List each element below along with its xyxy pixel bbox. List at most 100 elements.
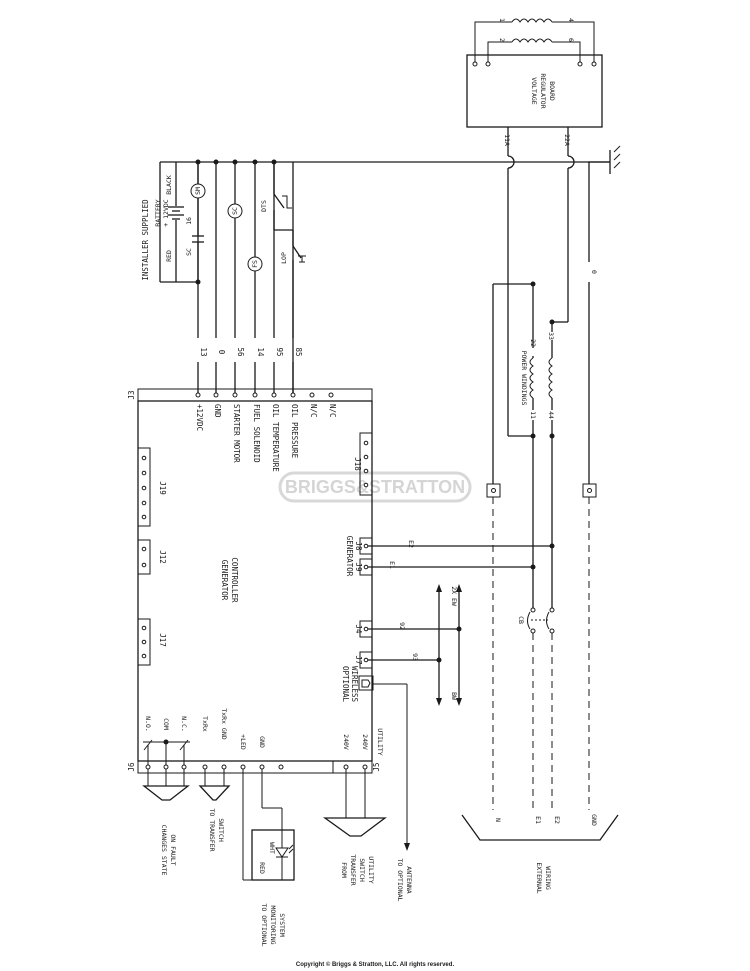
starter-contactor-symbol: [227, 203, 243, 219]
connector-j12: J12: [158, 550, 167, 564]
external-wiring-line2: WIRING: [544, 866, 552, 890]
installer-supplied-section: INSTALLER SUPPLIED BATTERY + 12VDC RED B…: [141, 159, 610, 393]
controller-title-line1: GENERATOR: [220, 560, 229, 601]
pin-gnd: GND: [213, 404, 222, 418]
bw-label: BW: [450, 692, 458, 700]
pin-fuel-solenoid: FUEL SOLENOID: [252, 404, 261, 463]
battery-label: BATTERY: [154, 199, 162, 226]
dts-label: DTS: [260, 200, 268, 212]
coil-pin-2: 2: [498, 38, 506, 42]
winding-33: 33: [547, 332, 555, 340]
j17-block: [137, 618, 151, 666]
terminal-lugs: [486, 483, 597, 498]
connector-j19: J19: [158, 481, 167, 495]
fault-callout-line1: CHANGES STATE: [160, 825, 168, 876]
j3-pins: [195, 392, 334, 398]
external-gnd: GND: [590, 814, 598, 826]
battery-voltage: + 12VDC: [162, 199, 170, 226]
winding-22: 22: [529, 339, 537, 347]
ground-wire-0: 0: [590, 270, 598, 274]
monitoring-led-box: [251, 829, 295, 881]
pin-starter-motor: STARTER MOTOR: [232, 404, 241, 463]
wire-22a: 22A: [563, 134, 571, 146]
sc-label: SC: [231, 207, 239, 215]
installer-supplied-title: INSTALLER SUPPLIED: [141, 199, 150, 281]
coil-pin-4: 4: [567, 18, 575, 22]
pin-nc-1: N/C: [309, 404, 318, 418]
coil-pin-1: 1: [498, 18, 506, 22]
circuit-breaker: CB: [517, 607, 555, 634]
regulator-box: [466, 54, 603, 128]
connector-j8: J8: [354, 541, 363, 551]
field-connections: E2 E1 92 93 2X EW BW: [368, 540, 555, 706]
optional-wireless-line1: OPTIONAL: [341, 666, 350, 703]
coil-pin-6: 6: [567, 38, 575, 42]
external-wiring-line1: EXTERNAL: [535, 862, 543, 893]
lop-label: LOP: [280, 252, 288, 264]
utility-callout-line1: FROM: [340, 862, 348, 878]
power-windings-title: POWER WINDINGS: [520, 351, 528, 406]
generator-controller: J3 J6 J5 J19 J12 J17 GENERATOR CONTROLLE…: [127, 388, 381, 774]
sm-label: SM: [194, 187, 202, 195]
battery-red-label: RED: [165, 250, 173, 262]
connector-j5: J5: [372, 762, 381, 771]
fuel-solenoid-symbol: [247, 256, 263, 272]
utility-callout-line3: SWITCH: [358, 858, 366, 882]
winding-44: 44: [547, 411, 555, 419]
j6-j5-section: N.O. COM N.C. TxRx TxRx GND +LED GND 240…: [142, 683, 413, 947]
external-dashed-lines: N E1 E2 GND EXTERNAL WIRING: [461, 497, 619, 894]
external-e1: E1: [534, 816, 542, 824]
wire-13: 13: [199, 347, 208, 356]
monitoring-callout-line3: SYSTEM: [278, 913, 286, 937]
connector-j9: J9: [354, 562, 363, 571]
starter-motor-symbol: [190, 183, 206, 199]
j19-block: [137, 447, 151, 527]
transfer-callout-line1: TO TRANSFER: [208, 808, 216, 851]
transfer-callout-line2: SWITCH: [217, 818, 225, 842]
breaker-label: CB: [517, 616, 525, 624]
wire-16-label: 16: [185, 217, 193, 225]
external-n: N: [494, 818, 502, 822]
regulator-title-line3: BOARD: [548, 81, 556, 101]
utility-callout-line4: UTILITY: [367, 856, 375, 883]
wire-95: 95: [275, 347, 284, 356]
e1-label: E1: [388, 561, 396, 569]
regulator-title-line1: VOLTAGE: [530, 77, 538, 104]
connector-j4: J4: [354, 624, 363, 634]
utility-callout-line2: TRANSFER: [349, 854, 357, 885]
copyright-footer: Copyright © Briggs & Stratton, LLC. All …: [296, 961, 455, 968]
antenna-callout-line2: ANTENNA: [405, 866, 413, 893]
wire-92: 92: [398, 622, 406, 630]
e2-label: E2: [407, 540, 415, 548]
controller-title-line2: CONTROLLER: [230, 557, 239, 603]
j6-nc: N.C.: [180, 716, 188, 732]
connector-j7: J7: [354, 655, 363, 664]
pin-12vdc: +12VDC: [195, 404, 204, 431]
j6-txrx: TxRx: [201, 716, 209, 732]
antenna-callout-line1: TO OPTIONAL: [396, 858, 404, 901]
wire-14: 14: [256, 347, 265, 357]
j6-gnd: GND: [258, 736, 266, 748]
j6-no: N.O.: [144, 716, 152, 732]
j6-led: +LED: [239, 734, 247, 750]
connector-j17: J17: [158, 633, 167, 647]
regulator-title-line2: REGULATOR: [539, 73, 547, 108]
monitoring-callout-line2: MONITORING: [269, 905, 277, 944]
j12-block: [137, 539, 151, 575]
wire-85: 85: [294, 347, 303, 356]
generator-label: GENERATOR: [345, 536, 354, 577]
pin-oil-temperature: OIL TEMPERATURE: [271, 404, 280, 472]
fs-label: FS: [251, 260, 259, 268]
wire-93: 93: [411, 653, 419, 661]
wire-0: 0: [217, 350, 226, 355]
j5-240v-1: 240V: [342, 734, 350, 750]
j3-pin-labels: +12VDC GND STARTER MOTOR FUEL SOLENOID O…: [195, 404, 337, 472]
connector-j18: J18: [353, 457, 362, 471]
optional-wireless-line2: WIRELESS: [350, 666, 359, 703]
wireless-module: [358, 675, 374, 691]
j5-240v-2: 240V: [361, 734, 369, 750]
j5-utility: UTILITY: [376, 728, 384, 755]
led-wht-label: WHT: [268, 842, 276, 854]
watermark-text: BRIGGS&STRATTON: [285, 477, 465, 497]
